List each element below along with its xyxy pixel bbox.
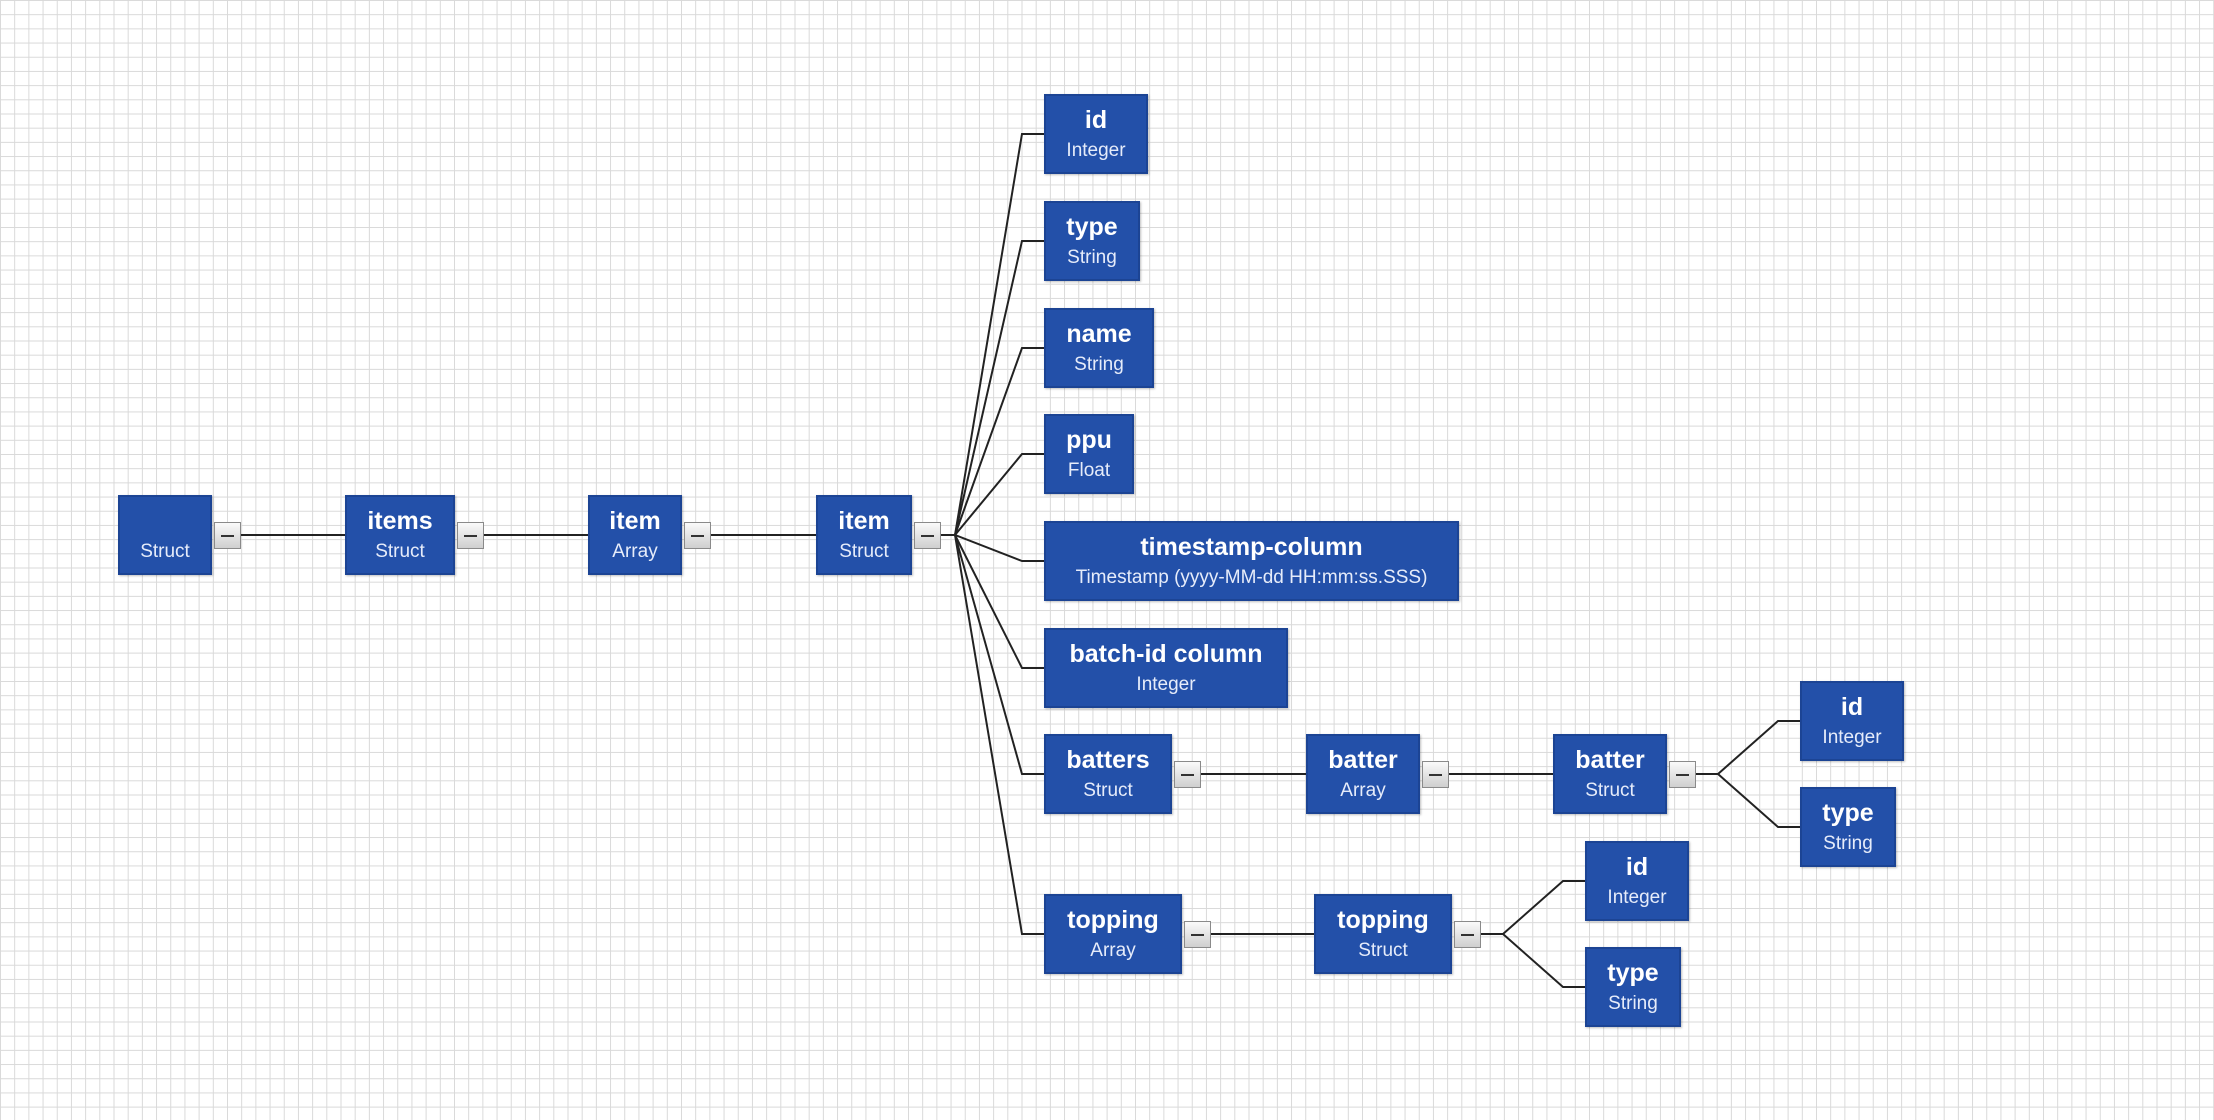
collapse-items-toggle[interactable] xyxy=(457,522,484,549)
node-items[interactable]: items Struct xyxy=(345,495,455,575)
node-type: Struct xyxy=(140,541,190,562)
node-name: item xyxy=(838,507,890,535)
collapse-item-struct-toggle[interactable] xyxy=(914,522,941,549)
node-type: Array xyxy=(1090,940,1136,961)
node-name: items xyxy=(367,507,433,535)
node-topping-struct[interactable]: topping Struct xyxy=(1314,894,1452,974)
edge-batter-type xyxy=(1696,773,1800,828)
node-item-array[interactable]: item Array xyxy=(588,495,682,575)
edge-item-topping xyxy=(941,534,1044,935)
node-name: batch-id column xyxy=(1069,640,1263,668)
node-batter-struct[interactable]: batter Struct xyxy=(1553,734,1667,814)
node-batters[interactable]: batters Struct xyxy=(1044,734,1172,814)
edge-item-name xyxy=(941,347,1044,536)
node-batch-id-column[interactable]: batch-id column Integer xyxy=(1044,628,1288,708)
node-type: Struct xyxy=(1083,780,1133,801)
node-item-struct[interactable]: item Struct xyxy=(816,495,912,575)
node-name: batters xyxy=(1066,746,1150,774)
node-name: type xyxy=(1822,799,1874,827)
collapse-root-toggle[interactable] xyxy=(214,522,241,549)
collapse-topping-array-toggle[interactable] xyxy=(1184,921,1211,948)
node-name: name xyxy=(1066,320,1132,348)
node-type: Float xyxy=(1067,460,1111,481)
node-name: ppu xyxy=(1066,426,1112,454)
node-type: String xyxy=(1608,993,1658,1014)
node-type: Integer xyxy=(1066,140,1126,161)
node-name: batter xyxy=(1328,746,1398,774)
node-type: Struct xyxy=(1358,940,1408,961)
node-topping-array[interactable]: topping Array xyxy=(1044,894,1182,974)
node-name: type xyxy=(1607,959,1659,987)
edge-topping-type xyxy=(1481,933,1585,988)
edge-topping-id xyxy=(1481,880,1585,935)
node-name: id xyxy=(1840,693,1864,721)
collapse-batter-array-toggle[interactable] xyxy=(1422,761,1449,788)
node-name: topping xyxy=(1067,906,1159,934)
node-id[interactable]: id Integer xyxy=(1044,94,1148,174)
edge-batter-id xyxy=(1696,720,1800,775)
node-topping-type[interactable]: type String xyxy=(1585,947,1681,1027)
node-type: Integer xyxy=(1607,887,1667,908)
node-batter-id[interactable]: id Integer xyxy=(1800,681,1904,761)
node-type[interactable]: type String xyxy=(1044,201,1140,281)
node-name: type xyxy=(1066,213,1118,241)
node-name[interactable]: name String xyxy=(1044,308,1154,388)
node-type: Integer xyxy=(1822,727,1882,748)
node-timestamp-column[interactable]: timestamp-column Timestamp (yyyy-MM-dd H… xyxy=(1044,521,1459,601)
collapse-topping-struct-toggle[interactable] xyxy=(1454,921,1481,948)
edge-item-batters xyxy=(941,534,1044,775)
node-type: String xyxy=(1067,247,1117,268)
node-topping-id[interactable]: id Integer xyxy=(1585,841,1689,921)
node-type: Integer xyxy=(1136,674,1196,695)
node-name: id xyxy=(1625,853,1649,881)
node-name: timestamp-column xyxy=(1140,533,1363,561)
node-batter-array[interactable]: batter Array xyxy=(1306,734,1420,814)
edge-item-batch-id-column xyxy=(941,534,1044,669)
node-type: Struct xyxy=(839,541,889,562)
edge-item-id xyxy=(941,133,1044,536)
node-type: Timestamp (yyyy-MM-dd HH:mm:ss.SSS) xyxy=(1075,567,1428,588)
node-type: String xyxy=(1823,833,1873,854)
collapse-batters-toggle[interactable] xyxy=(1174,761,1201,788)
node-batter-type[interactable]: type String xyxy=(1800,787,1896,867)
node-type: Array xyxy=(612,541,658,562)
node-name: id xyxy=(1084,106,1108,134)
node-name: topping xyxy=(1337,906,1429,934)
node-type: Array xyxy=(1340,780,1386,801)
collapse-batter-struct-toggle[interactable] xyxy=(1669,761,1696,788)
node-ppu[interactable]: ppu Float xyxy=(1044,414,1134,494)
node-root[interactable]: Struct xyxy=(118,495,212,575)
node-type: Struct xyxy=(1585,780,1635,801)
node-type: Struct xyxy=(375,541,425,562)
node-name: item xyxy=(609,507,661,535)
node-name: batter xyxy=(1575,746,1645,774)
node-type: String xyxy=(1074,354,1124,375)
collapse-item-array-toggle[interactable] xyxy=(684,522,711,549)
